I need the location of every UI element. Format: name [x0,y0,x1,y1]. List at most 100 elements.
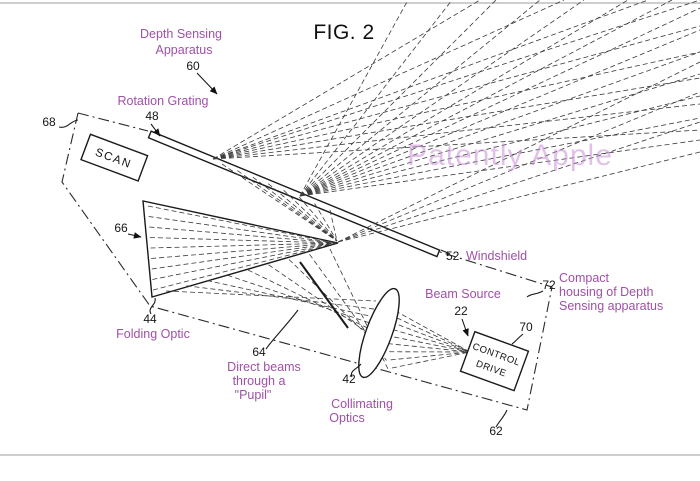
beam-line [299,7,700,197]
beam-line [298,196,338,242]
grating-windshield-bar [147,130,441,258]
housing-label-line3: Sensing apparatus [559,299,663,313]
ref-72: 72 [542,278,556,292]
housing-label-line1: Compact [559,271,610,285]
beam-line [329,209,338,242]
ref-52: 52 [446,249,460,263]
beam-line [299,0,409,197]
beam-line [212,0,565,160]
ref-60: 60 [186,59,200,73]
beam-line [383,318,471,353]
beam-line [387,343,471,353]
leader-line-52 [440,249,451,255]
beam-line [314,203,338,242]
scan-box [80,133,149,182]
leader-arrow-22 [461,318,469,337]
grating-windshield-bar-group [147,130,441,258]
beam-line [299,73,700,197]
rotation-grating-label: Rotation Grating [117,94,208,108]
ref-22: 22 [454,304,468,318]
beam-line [385,326,471,353]
beam-line [337,91,700,243]
leader-squiggle-64 [265,309,299,350]
beam-line [227,274,381,327]
beam-line [299,95,700,197]
beam-line [299,0,453,197]
beam-line [149,226,337,244]
leader-arrow-48 [150,123,161,137]
beam-line [212,0,649,160]
beam-source-label: Beam Source [425,287,501,301]
collimating-label-line2: Optics [329,411,364,425]
folding-optic-triangle [142,200,339,298]
leader-squiggle-42 [350,363,362,378]
control-drive-box [459,330,530,392]
depth-sensing-label-line2: Apparatus [156,43,213,57]
scan-box-group: SCAN [80,133,149,182]
beam-line [299,29,700,197]
beam-line [150,242,337,249]
beam-line [390,351,471,361]
ref-48: 48 [145,109,159,123]
pupil-label-line2: through a [233,374,286,388]
beam-line [247,269,383,336]
beam-line [299,0,673,197]
beam-line [212,25,700,160]
depth-sensing-label-line1: Depth Sensing [140,27,222,41]
collimating-lens-group [358,287,400,379]
beam-line [283,189,338,242]
pupil-aperture-line [299,261,349,329]
beam-line [212,0,700,160]
leader-arrow-66 [127,232,142,239]
collimating-label-line1: Collimating [331,397,393,411]
ref-68: 68 [42,115,56,129]
beam-line [151,242,337,259]
control-drive-box-group: CONTROL DRIVE [459,330,530,392]
beam-line [288,259,386,353]
beam-line [221,163,338,242]
beam-line [329,248,389,370]
leader-squiggle-70 [511,333,524,345]
beam-line [386,335,471,353]
beam-line [309,254,387,361]
patently-apple-watermark: Patently Apple [407,139,613,172]
leader-squiggle-72 [526,290,544,298]
scanned-beam-fan [212,0,700,243]
beam-line [252,176,338,242]
pupil-label-line1: Direct beams [227,360,301,374]
beam-line [212,51,700,160]
beam-line [299,0,497,197]
beam-line [212,0,481,160]
leader-squiggle-44 [149,297,156,315]
beam-line [212,129,700,160]
leader-squiggle-62 [495,409,508,428]
beam-line [152,242,337,280]
figure-title: FIG. 2 [313,21,374,44]
pupil-label-line3: "Pupil" [235,388,272,402]
beam-line [337,151,700,243]
beam-line [299,0,541,197]
beam-line [212,77,700,160]
beam-line [186,285,378,310]
beam-line [206,280,380,319]
beam-line [299,51,700,197]
beam-line [149,237,337,244]
beam-line [212,103,700,160]
windshield-label: Windshield [466,249,527,263]
ref-44: 44 [143,312,157,326]
beam-line [151,242,337,270]
beam-line [165,290,377,302]
ref-66: 66 [114,221,128,235]
leader-arrow-60 [196,72,218,95]
ref-70: 70 [519,320,533,334]
beam-line [299,139,700,197]
ref-64: 64 [252,345,266,359]
beam-line [391,351,471,369]
beam-line [237,170,338,242]
internal-beam-bundles [147,163,471,370]
ref-42: 42 [342,372,356,386]
beam-line [337,61,700,243]
collimating-lens [358,287,400,379]
